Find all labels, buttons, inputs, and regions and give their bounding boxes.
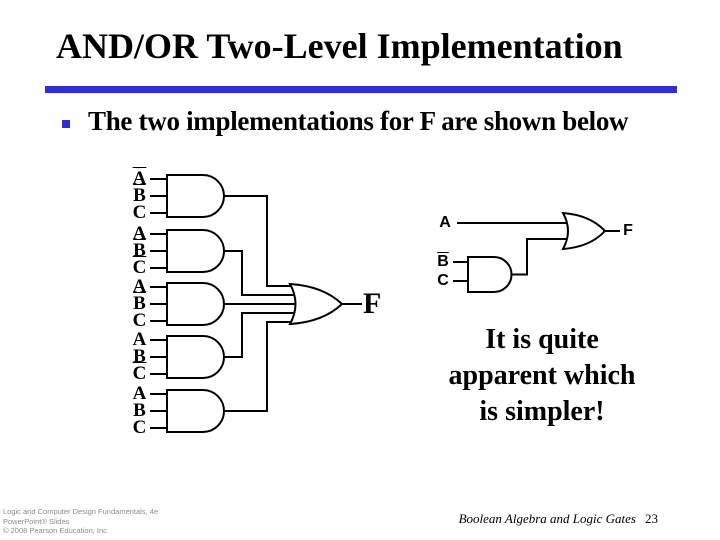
title-divider-rule	[45, 86, 677, 93]
right-input-c: C	[437, 272, 449, 289]
footer-chapter: Boolean Algebra and Logic Gates 23	[420, 511, 658, 527]
minterm1-input-b: B	[133, 185, 146, 206]
page-number: 23	[645, 511, 658, 526]
copyright-block: Logic and Computer Design Fundamentals, …	[3, 507, 263, 536]
minterm4-input-c: C	[132, 363, 147, 384]
right-circuit-diagram	[453, 211, 620, 293]
minterm1-input-a: A	[132, 168, 147, 189]
right-output-label: F	[623, 222, 633, 239]
right-input-a: A	[439, 214, 451, 231]
minterm4-input-a: A	[132, 329, 147, 350]
copyright-line-1: Logic and Computer Design Fundamentals, …	[3, 507, 159, 516]
left-circuit-diagram	[150, 174, 362, 433]
note-text: It is quite apparent which is simpler!	[432, 322, 652, 430]
right-routing-wire	[508, 238, 572, 276]
minterm5-input-c: C	[132, 417, 147, 438]
minterm1-input-c: C	[132, 202, 147, 223]
and-gate-4	[166, 335, 225, 379]
minterm2-input-c: C	[132, 257, 147, 278]
or-gate-small	[561, 211, 607, 251]
and-gate-1	[166, 174, 225, 218]
minterm4-input-b: B	[133, 346, 146, 367]
right-input-b: B	[437, 253, 449, 270]
or-gate	[288, 282, 344, 326]
minterm3-input-a: A	[132, 276, 147, 297]
bullet-square-icon	[62, 120, 70, 128]
minterm3-input-c: C	[132, 310, 147, 331]
chapter-title: Boolean Algebra and Logic Gates	[458, 511, 636, 526]
minterm2-input-a: A	[132, 223, 147, 244]
bullet-text: The two implementations for F are shown …	[88, 106, 629, 136]
and-gate-2	[166, 229, 225, 273]
note-line-2: apparent which	[448, 360, 636, 391]
and-gate-5	[166, 389, 225, 433]
note-line-1: It is quite	[485, 324, 599, 355]
and-gate-3	[166, 282, 225, 326]
minterm5-input-b: B	[133, 400, 146, 421]
slide-title: AND/OR Two-Level Implementation	[56, 26, 623, 66]
and-gate-small	[467, 256, 513, 293]
left-output-label: F	[363, 287, 382, 320]
left-routing-wires	[221, 195, 298, 412]
minterm2-input-b: B	[133, 240, 146, 261]
minterm3-input-b: B	[133, 293, 146, 314]
minterm5-input-a: A	[132, 383, 147, 404]
copyright-line-3: © 2008 Pearson Education, Inc.	[3, 526, 110, 535]
note-line-3: is simpler!	[479, 396, 605, 427]
copyright-line-2: PowerPoint® Slides	[3, 516, 70, 526]
